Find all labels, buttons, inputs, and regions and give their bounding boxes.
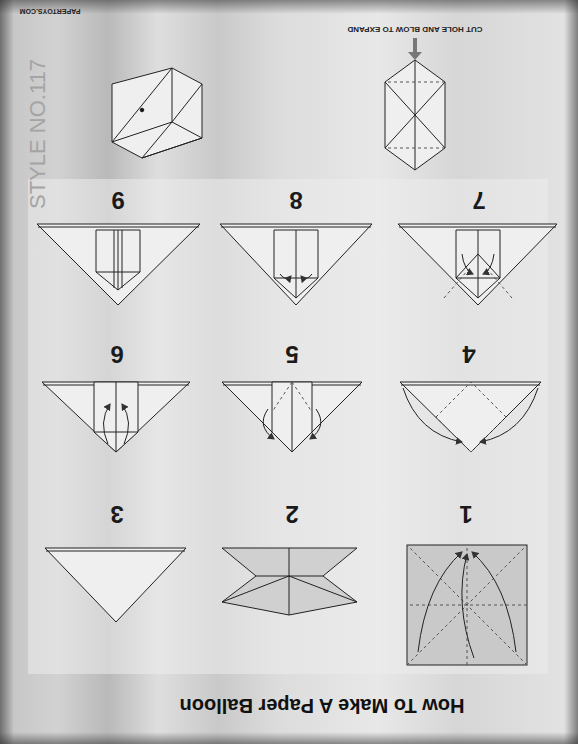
step-number: 3 [110,500,123,528]
step-number: 8 [289,186,302,214]
step-number: 7 [472,186,485,214]
step-number: 4 [462,340,475,368]
sheet-title: How To Make A Paper Balloon [180,695,465,718]
watermark: STYLE NO.117 [25,59,51,209]
step-number: 9 [111,186,124,214]
website-credit: PAPERTOYS.COM [20,9,81,16]
step-number: 5 [285,340,298,368]
instruction-note: CUT HOLE AND BLOW TO EXPAND [348,26,483,35]
step-number: 1 [459,500,472,528]
step-number: 2 [285,500,298,528]
step-number: 6 [110,340,123,368]
